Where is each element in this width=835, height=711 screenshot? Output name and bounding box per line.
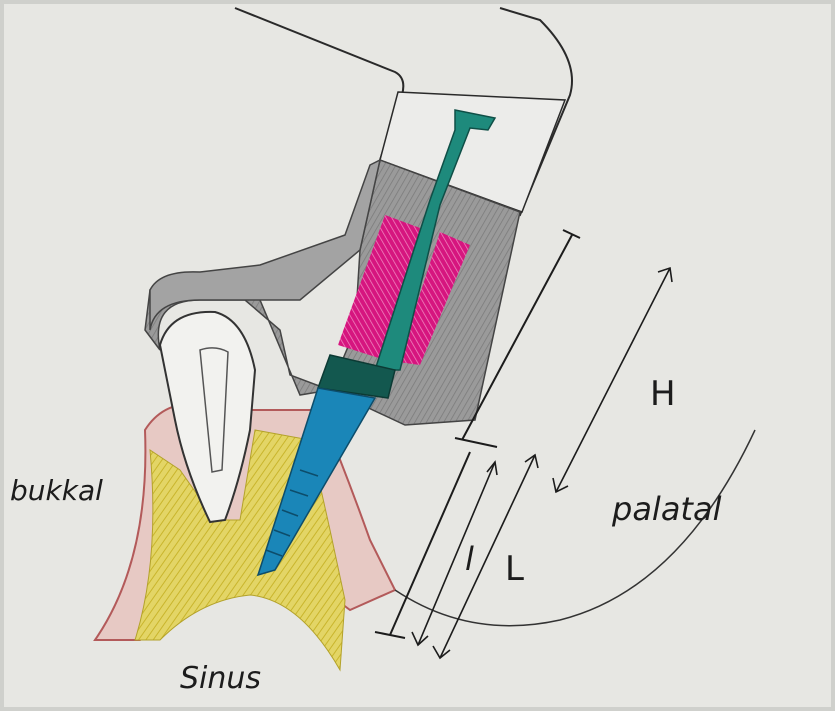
label-sinus: Sinus — [180, 661, 261, 696]
label-bukkal: bukkal — [10, 474, 103, 507]
label-palatal: palatal — [611, 490, 722, 528]
label-h: H — [650, 374, 676, 414]
label-l-big: L — [505, 549, 524, 589]
label-l-small: l — [465, 540, 474, 578]
